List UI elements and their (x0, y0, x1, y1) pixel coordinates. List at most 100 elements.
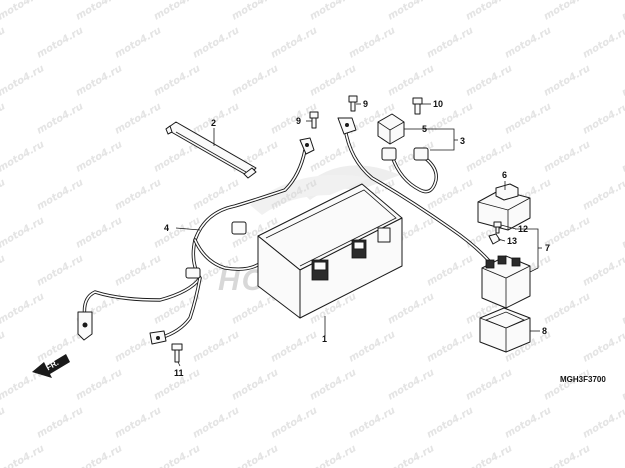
watermark-text: moto4.ru (74, 0, 124, 23)
callout-3: 3 (460, 136, 465, 146)
watermark-text: moto4.ru (425, 329, 475, 364)
watermark-text: moto4.ru (581, 101, 625, 136)
callout-2: 2 (211, 118, 216, 128)
callout-9-left: 9 (296, 116, 301, 126)
watermark-text: moto4.ru (542, 367, 592, 402)
watermark-text: moto4.ru (230, 63, 280, 98)
watermark-text: moto4.ru (620, 367, 625, 402)
watermark-text: moto4.ru (191, 405, 241, 440)
relay-cover (477, 183, 531, 231)
leader-lines (175, 103, 542, 367)
watermark-text: moto4.ru (0, 0, 46, 23)
watermark-text: moto4.ru (0, 177, 7, 212)
watermark-text: moto4.ru (347, 329, 397, 364)
callout-1: 1 (322, 334, 327, 344)
watermark-text: moto4.ru (308, 367, 358, 402)
watermark-text: moto4.ru (74, 443, 124, 468)
watermark-text: moto4.ru (35, 101, 85, 136)
watermark-text: moto4.ru (0, 101, 7, 136)
watermark-text: moto4.ru (113, 101, 163, 136)
watermark-text: moto4.ru (425, 405, 475, 440)
watermark-text: moto4.ru (620, 443, 625, 468)
watermark-text: moto4.ru (620, 0, 625, 23)
watermark-text: moto4.ru (74, 63, 124, 98)
bolt-12 (493, 221, 502, 234)
watermark-text: moto4.ru (269, 405, 319, 440)
callout-13: 13 (507, 236, 517, 246)
callout-9-right: 9 (363, 99, 368, 109)
watermark-text: moto4.ru (386, 367, 436, 402)
watermark-text: moto4.ru (464, 0, 514, 23)
watermark-text: moto4.ru (191, 25, 241, 60)
watermark-text: moto4.ru (347, 405, 397, 440)
watermark-text: moto4.ru (464, 63, 514, 98)
watermark-text: moto4.ru (581, 405, 625, 440)
watermark-text: moto4.ru (191, 329, 241, 364)
watermark-text: moto4.ru (581, 25, 625, 60)
watermark-text: moto4.ru (308, 63, 358, 98)
watermark-text: moto4.ru (386, 291, 436, 326)
starter-relay (481, 255, 531, 309)
watermark-text: moto4.ru (35, 405, 85, 440)
battery-band (165, 121, 257, 179)
watermark-text: moto4.ru (35, 253, 85, 288)
watermark-text: moto4.ru (230, 367, 280, 402)
watermark-text: moto4.ru (0, 443, 46, 468)
relay-sub-harness (381, 147, 438, 194)
watermark-text: moto4.ru (113, 405, 163, 440)
callout-12: 12 (518, 224, 528, 234)
watermark-text: moto4.ru (581, 253, 625, 288)
watermark-text: moto4.ru (425, 177, 475, 212)
callout-11: 11 (174, 368, 184, 378)
bolt-9-left (309, 111, 319, 129)
bolt-9-right (348, 95, 358, 112)
watermark-text: moto4.ru (464, 443, 514, 468)
watermark-text: moto4.ru (269, 329, 319, 364)
watermark-text: moto4.ru (542, 63, 592, 98)
watermark-text: moto4.ru (230, 443, 280, 468)
watermark-text: moto4.ru (74, 367, 124, 402)
callout-5: 5 (422, 124, 427, 134)
watermark-text: moto4.ru (503, 101, 553, 136)
watermark-text: moto4.ru (542, 0, 592, 23)
battery (257, 183, 403, 319)
terminal-cover (377, 113, 405, 145)
relay-case (479, 307, 531, 353)
watermark-text: moto4.ru (0, 63, 46, 98)
watermark-text: moto4.ru (425, 25, 475, 60)
watermark-text: moto4.ru (386, 443, 436, 468)
bolt-11 (171, 343, 183, 363)
watermark-text: moto4.ru (581, 177, 625, 212)
watermark-text: moto4.ru (0, 253, 7, 288)
callout-4: 4 (164, 223, 169, 233)
watermark-text: moto4.ru (35, 177, 85, 212)
watermark-text: moto4.ru (542, 443, 592, 468)
watermark-text: moto4.ru (74, 215, 124, 250)
watermark-text: moto4.ru (542, 139, 592, 174)
watermark-text: moto4.ru (464, 367, 514, 402)
watermark-text: moto4.ru (0, 215, 46, 250)
front-direction-arrow: FR. (32, 354, 70, 378)
watermark-text: moto4.ru (308, 0, 358, 23)
watermark-text: moto4.ru (542, 291, 592, 326)
watermark-text: moto4.ru (152, 63, 202, 98)
watermark-text: moto4.ru (0, 291, 46, 326)
watermark-text: moto4.ru (425, 253, 475, 288)
battery-positive-cable (337, 117, 492, 264)
callout-6: 6 (502, 170, 507, 180)
diagram-code: MGH3F3700 (560, 375, 606, 384)
watermark-text: moto4.ru (386, 63, 436, 98)
nut-13 (488, 233, 501, 245)
watermark-text: moto4.ru (113, 253, 163, 288)
callout-labels: 1 2 3 4 5 6 7 8 9 9 10 11 12 13 (164, 99, 550, 378)
watermark-text: moto4.ru (0, 405, 7, 440)
watermark-text: moto4.ru (308, 443, 358, 468)
watermark-text: moto4.ru (113, 177, 163, 212)
watermark-text: moto4.ru (620, 215, 625, 250)
watermark-text: moto4.ru (230, 0, 280, 23)
callout-10: 10 (433, 99, 443, 109)
callout-8: 8 (542, 326, 547, 336)
watermark-text: moto4.ru (269, 25, 319, 60)
